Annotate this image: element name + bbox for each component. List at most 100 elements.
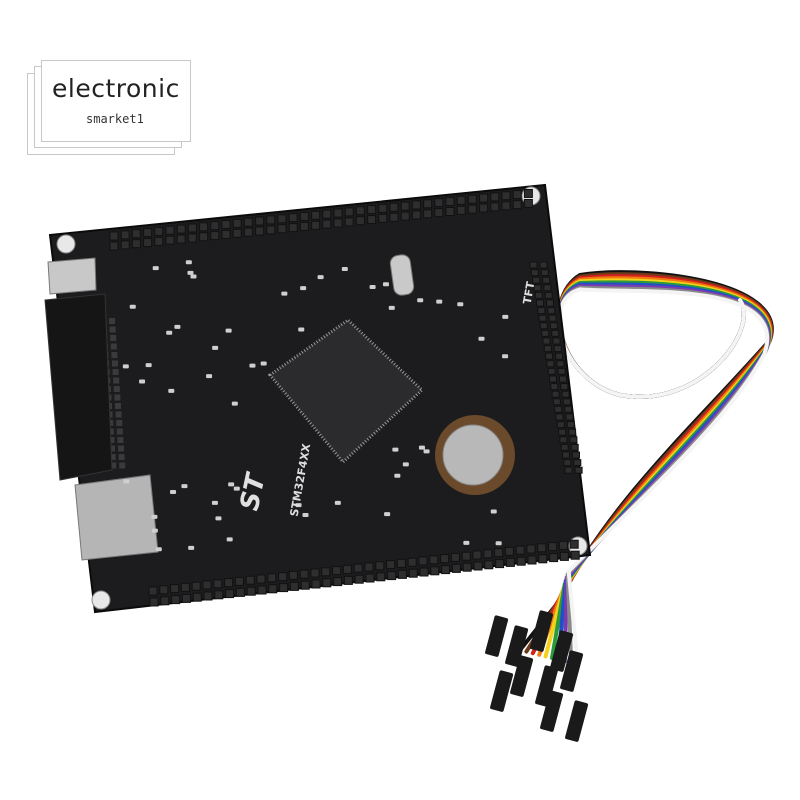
header-pin bbox=[572, 451, 580, 459]
header-pin bbox=[365, 573, 375, 583]
header-pin bbox=[396, 558, 406, 568]
header-pin bbox=[529, 261, 538, 269]
header-pin bbox=[434, 198, 444, 208]
header-pin bbox=[343, 575, 353, 585]
header-pin bbox=[268, 584, 278, 594]
header-pin bbox=[256, 574, 266, 584]
smd-part bbox=[495, 541, 502, 546]
header-pin bbox=[558, 540, 568, 550]
header-pin bbox=[543, 284, 552, 292]
smd-part bbox=[260, 361, 267, 366]
crystal-oscillator bbox=[389, 254, 415, 296]
header-pin bbox=[539, 322, 548, 330]
header-pin bbox=[203, 591, 213, 601]
header-pin bbox=[559, 436, 568, 444]
header-pin bbox=[548, 314, 557, 322]
header-pin bbox=[245, 575, 255, 585]
header-pin bbox=[411, 210, 421, 220]
header-pin bbox=[333, 208, 343, 218]
smd-part bbox=[168, 388, 175, 393]
smd-part bbox=[122, 364, 129, 369]
header-pin bbox=[512, 190, 522, 200]
dupont-connector bbox=[530, 610, 554, 652]
header-pin bbox=[171, 595, 181, 605]
header-pin bbox=[364, 562, 374, 572]
header-pin bbox=[288, 223, 298, 233]
header-pin bbox=[456, 195, 466, 205]
header-pin bbox=[378, 203, 388, 213]
sd-card-slot bbox=[74, 474, 159, 561]
dupont-connectors bbox=[485, 610, 589, 742]
smd-part bbox=[402, 462, 409, 467]
header-pin bbox=[467, 204, 477, 214]
dupont-connector bbox=[485, 615, 509, 657]
smd-components bbox=[122, 260, 509, 552]
smd-part bbox=[123, 479, 130, 484]
header-pin bbox=[479, 193, 489, 203]
header-pin bbox=[547, 367, 556, 375]
header-pin bbox=[538, 314, 547, 322]
jtag-pin bbox=[116, 428, 123, 435]
header-pin bbox=[542, 337, 551, 345]
header-pin bbox=[418, 556, 428, 566]
jtag-pin bbox=[115, 403, 121, 409]
smd-part bbox=[145, 363, 152, 368]
header-pin bbox=[467, 194, 477, 204]
header-pin bbox=[569, 539, 579, 549]
header-pin bbox=[131, 239, 141, 249]
header-pin bbox=[322, 219, 332, 229]
header-pin bbox=[556, 360, 565, 368]
header-pin bbox=[354, 574, 364, 584]
header-pin bbox=[419, 567, 429, 577]
header-pin bbox=[342, 564, 352, 574]
header-pin bbox=[546, 360, 555, 368]
header-pin bbox=[288, 570, 298, 580]
cable-wire bbox=[557, 287, 769, 667]
header-pin bbox=[154, 226, 164, 236]
header-pin bbox=[243, 217, 253, 227]
header-pin bbox=[232, 228, 242, 238]
smd-part bbox=[300, 286, 307, 291]
header-pin bbox=[311, 579, 321, 589]
jtag-pin bbox=[117, 437, 124, 443]
jtag-pin bbox=[116, 420, 123, 426]
header-pin bbox=[574, 466, 583, 474]
jtag-pin bbox=[110, 343, 117, 350]
header-pin bbox=[501, 191, 511, 201]
header-pin bbox=[516, 556, 526, 566]
header-pin bbox=[573, 459, 582, 467]
header-pin bbox=[565, 413, 574, 421]
dupont-connector bbox=[560, 650, 584, 692]
header-pin bbox=[552, 398, 561, 406]
header-pin bbox=[544, 291, 553, 299]
header-pin bbox=[561, 390, 570, 398]
header-pin bbox=[494, 548, 504, 558]
header-pin bbox=[563, 459, 572, 467]
header-pin bbox=[378, 213, 388, 223]
mcu-chip bbox=[267, 318, 425, 465]
header-pin bbox=[559, 375, 567, 383]
header-pin bbox=[322, 209, 332, 219]
header-pin bbox=[149, 597, 159, 607]
header-pin bbox=[543, 345, 552, 353]
header-pin bbox=[473, 561, 483, 571]
dupont-connector bbox=[535, 665, 559, 707]
header-pin bbox=[154, 236, 164, 246]
header-pin bbox=[235, 587, 245, 597]
header-pin bbox=[505, 557, 515, 567]
jtag-pin bbox=[110, 462, 117, 469]
header-pin bbox=[225, 589, 235, 599]
header-pin bbox=[192, 592, 202, 602]
header-pin bbox=[434, 208, 444, 218]
smd-part bbox=[166, 330, 173, 335]
smd-part bbox=[502, 314, 509, 319]
header-pin bbox=[224, 578, 234, 588]
header-pin bbox=[504, 546, 514, 556]
header-pin bbox=[299, 211, 309, 221]
header-pin bbox=[568, 428, 577, 436]
smd-part bbox=[151, 528, 158, 533]
header-pin bbox=[566, 421, 575, 429]
smd-part bbox=[185, 260, 192, 265]
dupont-connector bbox=[490, 670, 514, 712]
